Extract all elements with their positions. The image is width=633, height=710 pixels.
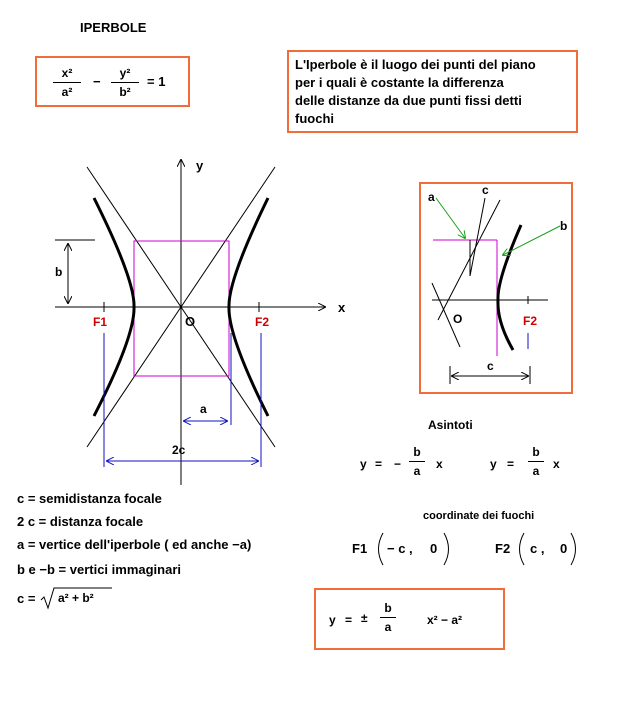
denominator-a2: a² xyxy=(61,85,73,99)
hyperbola-right-branch xyxy=(227,197,270,417)
equals-one: = 1 xyxy=(147,74,166,89)
eq1-num: b xyxy=(413,445,421,459)
f2-coordinate-zero: 0 xyxy=(560,541,568,556)
eq1-equals: = xyxy=(375,457,383,471)
c-sqrt-sign xyxy=(40,587,112,610)
numerator-x2: x² xyxy=(61,66,73,80)
f2-label: F2 xyxy=(255,315,269,329)
f2-left-paren xyxy=(519,532,525,566)
page-title: IPERBOLE xyxy=(80,20,147,35)
x-axis-label: x xyxy=(338,300,346,315)
asymptote-eq-2: y = b a x xyxy=(490,445,570,485)
f1-coordinate-zero: 0 xyxy=(430,541,438,556)
inset-asymptote-1 xyxy=(437,199,501,321)
asymptote-eq-1: y = − b a x xyxy=(357,445,457,485)
f1-left-paren xyxy=(378,532,384,566)
f2-right-paren xyxy=(570,532,576,566)
branch-fraction: b a xyxy=(380,601,396,634)
branch-radicand: x² − a² xyxy=(427,613,463,627)
inset-origin-label: O xyxy=(453,312,462,326)
a-dimension-label: a xyxy=(200,402,207,416)
inset-a-arrow xyxy=(435,197,465,238)
fraction-bar xyxy=(528,461,544,462)
f2-coordinate-name: F2 xyxy=(495,541,511,556)
eq1-minus: − xyxy=(394,457,402,471)
hyperbola-left-branch xyxy=(92,197,136,417)
numerator-y2: y² xyxy=(119,66,131,80)
definition-semi-focal: c = semidistanza focale xyxy=(17,491,162,506)
fraction-x: x² a² xyxy=(53,66,81,99)
eq1-y: y xyxy=(360,457,367,471)
definition-line-3: delle distanze da due punti fissi detti xyxy=(295,93,522,108)
fraction-y: y² b² xyxy=(111,66,139,99)
inset-b-label: b xyxy=(560,219,567,233)
branch-den: a xyxy=(384,620,392,634)
c-formula-radicand: a² + b² xyxy=(58,591,94,605)
inset-c-bottom-label: c xyxy=(487,359,494,373)
f1-coordinate-name: F1 xyxy=(352,541,368,556)
branch-plus-minus: ± xyxy=(361,611,368,625)
b-dimension-label: b xyxy=(55,265,62,279)
y-axis-label: y xyxy=(196,158,204,173)
definition-line-4: fuochi xyxy=(295,111,334,126)
c-formula-prefix: c = xyxy=(17,591,36,606)
definition-box: L'Iperbole è il luogo dei punti del pian… xyxy=(287,50,578,133)
fraction-bar xyxy=(380,617,396,618)
f1-right-paren xyxy=(443,532,449,566)
origin-label: O xyxy=(185,314,195,329)
fraction-bar xyxy=(53,82,81,83)
definition-focal-distance: 2 c = distanza focale xyxy=(17,514,144,529)
inset-box xyxy=(419,182,573,394)
asymptote-negative xyxy=(86,166,276,448)
inset-b-arrow xyxy=(503,225,561,255)
inset-f2-label: F2 xyxy=(523,314,537,328)
branch-y: y xyxy=(329,613,336,627)
eq2-num: b xyxy=(532,445,540,459)
inset-asymptote-2 xyxy=(431,282,461,348)
branch-formula-box: y = ± b a x² − a² xyxy=(314,588,505,650)
two-c-dimension-label: 2c xyxy=(172,443,186,457)
denominator-b2: b² xyxy=(119,85,131,99)
inset-a-label: a xyxy=(428,190,435,204)
fraction-bar xyxy=(111,82,139,83)
definition-line-1: L'Iperbole è il luogo dei punti del pian… xyxy=(295,57,536,72)
f2-coordinate-c: c , xyxy=(530,541,545,556)
eq2-fraction: b a xyxy=(528,445,544,478)
inset-c-top-label: c xyxy=(482,183,489,197)
inset-c-pointer xyxy=(469,197,486,277)
branch-num: b xyxy=(384,601,392,615)
definition-vertex: a = vertice dell'iperbole ( ed anche −a) xyxy=(17,537,252,552)
eq1-den: a xyxy=(413,464,421,478)
f1-coordinate-c: − c , xyxy=(387,541,413,556)
foci-title: coordinate dei fuochi xyxy=(423,510,535,522)
eq1-fraction: b a xyxy=(409,445,425,478)
hyperbola-equation-box: x² a² − y² b² = 1 xyxy=(35,56,190,107)
definition-line-2: per i quali è costante la differenza xyxy=(295,75,504,90)
eq2-equals: = xyxy=(507,457,515,471)
eq2-den: a xyxy=(532,464,540,478)
fraction-bar xyxy=(409,461,425,462)
eq2-y: y xyxy=(490,457,497,471)
f1-label: F1 xyxy=(93,315,107,329)
definition-imaginary-vertices: b e −b = vertici immaginari xyxy=(17,562,182,577)
asymptotes-title: Asintoti xyxy=(428,418,473,432)
eq1-x: x xyxy=(436,457,443,471)
minus-sign: − xyxy=(93,74,101,89)
eq2-x: x xyxy=(553,457,560,471)
branch-equals: = xyxy=(345,613,353,627)
